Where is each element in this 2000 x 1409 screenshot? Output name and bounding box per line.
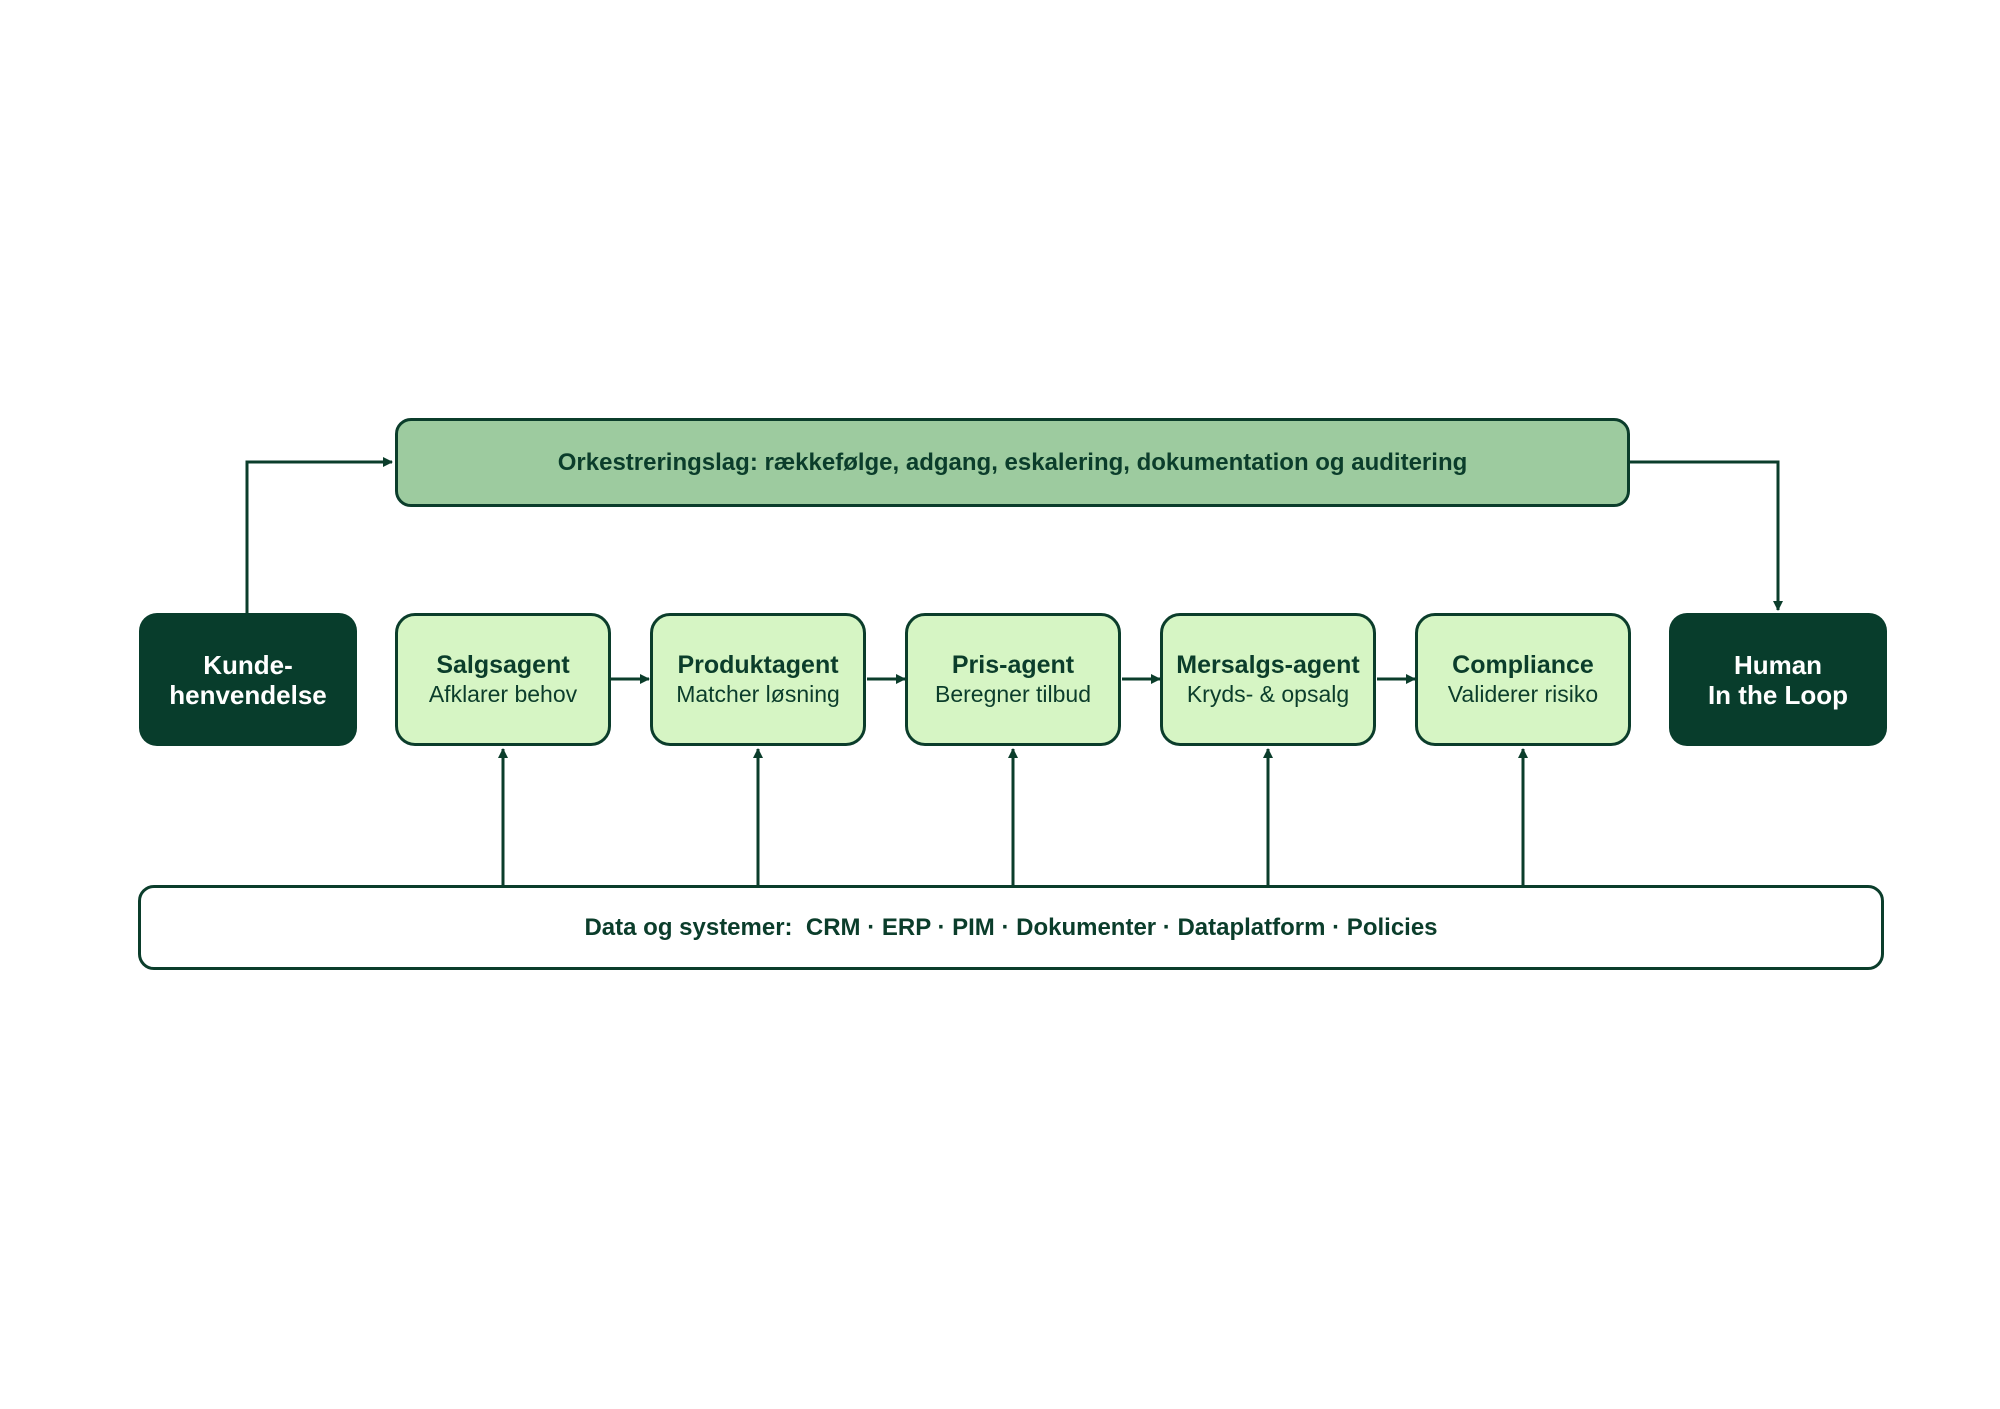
arrow-customer-to-orchestration (245, 457, 393, 613)
agent-compliance: Compliance Validerer risiko (1415, 613, 1631, 746)
customer-request-line2: henvendelse (169, 679, 327, 710)
arrow-orchestration-to-human (1630, 460, 1783, 611)
agent-subtitle: Beregner tilbud (935, 681, 1091, 707)
human-in-the-loop-node: Human In the Loop (1669, 613, 1887, 746)
agent-title: Pris-agent (951, 651, 1075, 679)
agent-salgsagent: Salgsagent Afklarer behov (395, 613, 611, 746)
agent-pris-agent: Pris-agent Beregner tilbud (905, 613, 1121, 746)
customer-request-node: Kunde- henvendelse (139, 613, 357, 746)
data-systems-label: Data og systemer: CRM · ERP · PIM · Doku… (584, 913, 1438, 941)
human-line1: Human (1733, 649, 1823, 680)
orchestration-label: Orkestreringslag: rækkefølge, adgang, es… (557, 448, 1468, 476)
data-systems-layer: Data og systemer: CRM · ERP · PIM · Doku… (138, 885, 1884, 970)
human-line2: In the Loop (1707, 679, 1849, 710)
orchestration-layer: Orkestreringslag: rækkefølge, adgang, es… (395, 418, 1630, 507)
agent-subtitle: Afklarer behov (428, 681, 578, 707)
agent-subtitle: Kryds- & opsalg (1186, 681, 1350, 707)
agent-produktagent: Produktagent Matcher løsning (650, 613, 866, 746)
agent-title: Compliance (1452, 651, 1594, 679)
agent-mersalgs-agent: Mersalgs-agent Kryds- & opsalg (1160, 613, 1376, 746)
customer-request-line1: Kunde- (203, 649, 293, 680)
agent-title: Mersalgs-agent (1176, 651, 1360, 679)
agent-subtitle: Validerer risiko (1447, 681, 1599, 707)
agent-title: Salgsagent (436, 651, 570, 679)
agent-subtitle: Matcher løsning (676, 681, 840, 707)
agent-title: Produktagent (677, 651, 839, 679)
